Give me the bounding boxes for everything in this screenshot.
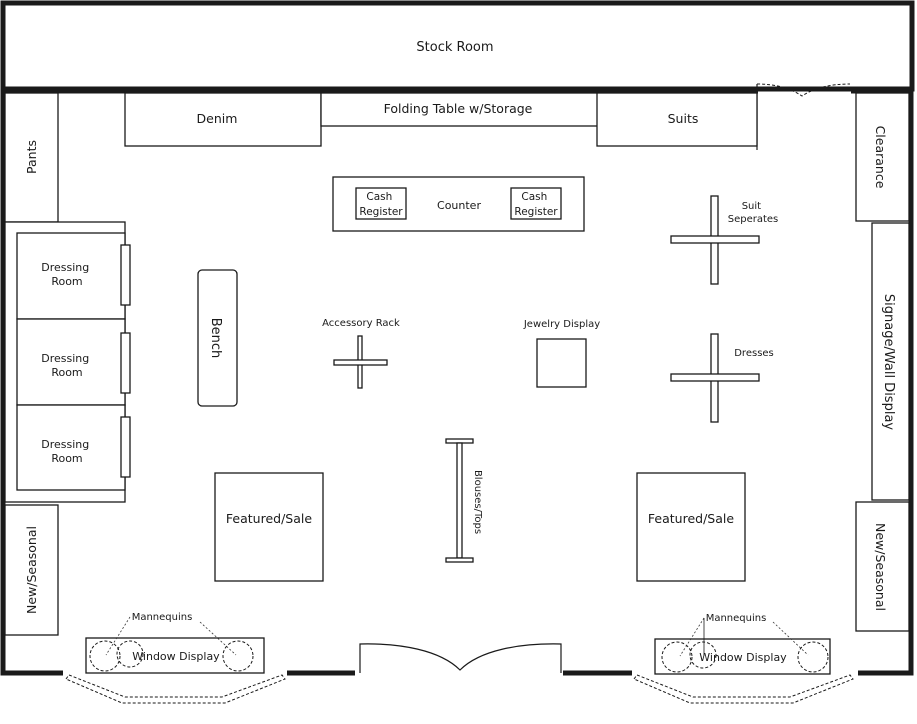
signage-wall-display[interactable]: Signage/Wall Display — [871, 222, 910, 501]
dressing-room-label: Dressing Room — [41, 261, 93, 288]
folding-table[interactable]: Folding Table w/Storage — [320, 92, 599, 127]
dresses-label: Dresses — [734, 348, 774, 359]
featured-sale-left[interactable]: Featured/Sale — [214, 472, 324, 582]
mannequins-leader — [772, 621, 809, 656]
stockroom-door[interactable] — [756, 83, 851, 150]
mannequin[interactable] — [222, 640, 254, 672]
stock-room-label: Stock Room — [416, 40, 493, 55]
folding-table-label: Folding Table w/Storage — [384, 101, 533, 116]
clearance-fixture[interactable]: Clearance — [855, 92, 910, 222]
denim-fixture[interactable]: Denim — [124, 92, 322, 147]
new-seasonal-right[interactable]: New/Seasonal — [855, 501, 910, 632]
suits-label: Suits — [668, 111, 699, 126]
entrance-door[interactable] — [359, 643, 562, 673]
mannequins-label: Mannequins — [132, 612, 193, 623]
dressing-room[interactable]: Dressing Room — [16, 404, 131, 491]
dressing-room-curtain[interactable] — [120, 244, 131, 306]
window-glass — [633, 674, 854, 704]
bench-label: Bench — [208, 318, 223, 359]
checkout-counter[interactable]: Counter Cash Register Cash Register — [332, 176, 585, 232]
suit-separates-rack[interactable]: Suit Seperates — [670, 195, 779, 285]
blouses-tops-label: Blouses/Tops — [472, 470, 483, 534]
cash-register-label: Cash Register — [514, 191, 558, 218]
mannequins-leader — [199, 621, 237, 656]
counter-label: Counter — [437, 199, 481, 212]
mannequin[interactable] — [797, 641, 829, 673]
mannequins-label: Mannequins — [706, 613, 767, 624]
dressing-room-curtain[interactable] — [120, 416, 131, 478]
featured-sale-label: Featured/Sale — [648, 511, 734, 526]
accessory-rack-label: Accessory Rack — [322, 318, 400, 329]
window-display-left[interactable]: Window Display Mannequins — [65, 612, 286, 704]
featured-sale-label: Featured/Sale — [226, 511, 312, 526]
mannequin[interactable] — [661, 641, 693, 673]
new-seasonal-left[interactable]: New/Seasonal — [4, 504, 59, 636]
cash-register-right[interactable]: Cash Register — [510, 187, 562, 220]
signage-wall-label: Signage/Wall Display — [881, 294, 896, 431]
window-display-label: Window Display — [132, 650, 220, 663]
mannequin[interactable] — [116, 640, 144, 668]
jewelry-display[interactable]: Jewelry Display — [523, 319, 600, 388]
pants-label: Pants — [24, 140, 39, 174]
dressing-room[interactable]: Dressing Room — [16, 232, 131, 320]
dressing-room-curtain[interactable] — [120, 332, 131, 394]
window-display-label: Window Display — [699, 651, 787, 664]
stock-room[interactable]: Stock Room — [0, 0, 915, 92]
suits-fixture[interactable]: Suits — [596, 92, 758, 147]
cash-register-left[interactable]: Cash Register — [355, 187, 407, 220]
mannequins-leader — [679, 617, 705, 657]
window-display-right[interactable]: Window Display Mannequins — [633, 613, 854, 704]
mannequin[interactable] — [89, 640, 121, 672]
accessory-rack[interactable]: Accessory Rack — [322, 318, 400, 389]
dressing-room[interactable]: Dressing Room — [16, 318, 131, 406]
window-glass — [65, 674, 286, 704]
suit-separates-label: Suit Seperates — [728, 201, 779, 225]
store-walls — [0, 88, 914, 676]
dressing-room-label: Dressing Room — [41, 438, 93, 465]
cash-register-label: Cash Register — [359, 191, 403, 218]
dresses-rack[interactable]: Dresses — [670, 333, 774, 423]
new-seasonal-left-label: New/Seasonal — [24, 526, 39, 614]
jewelry-display-label: Jewelry Display — [523, 319, 600, 330]
mannequins-leader — [105, 616, 131, 656]
bench[interactable]: Bench — [197, 269, 238, 407]
blouses-tops-rack[interactable]: Blouses/Tops — [445, 438, 483, 563]
denim-label: Denim — [197, 111, 238, 126]
new-seasonal-right-label: New/Seasonal — [873, 523, 888, 611]
clearance-label: Clearance — [873, 126, 888, 189]
pants-fixture[interactable]: Pants — [4, 92, 59, 223]
dressing-room-label: Dressing Room — [41, 352, 93, 379]
mannequin[interactable] — [689, 641, 717, 669]
featured-sale-right[interactable]: Featured/Sale — [636, 472, 746, 582]
